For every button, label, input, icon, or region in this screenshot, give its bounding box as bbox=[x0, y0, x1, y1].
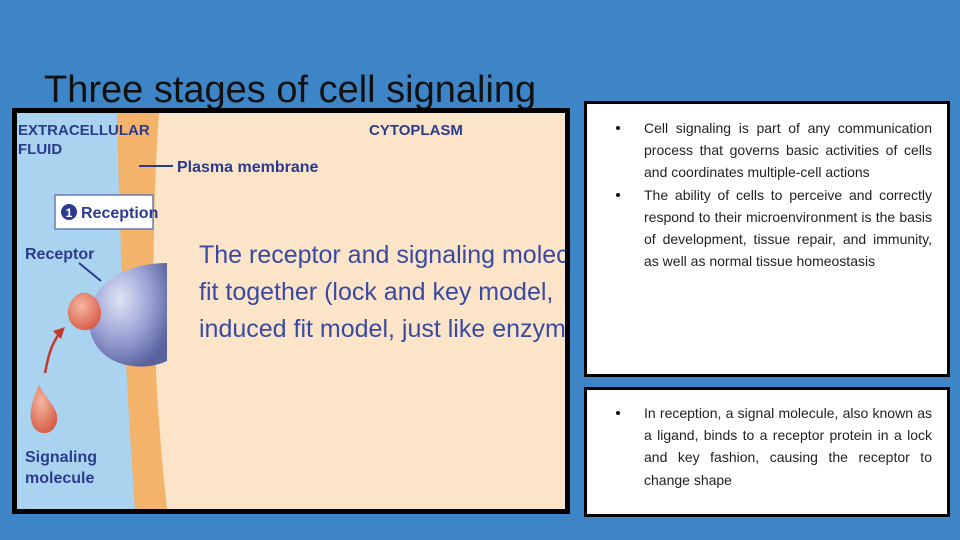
signaling-label-2: molecule bbox=[25, 470, 94, 487]
receptor-protein bbox=[88, 263, 167, 367]
receptor-pointer bbox=[78, 262, 102, 282]
binding-arrowhead bbox=[53, 327, 65, 339]
bullet-cell-signaling: Cell signaling is part of any communicat… bbox=[616, 117, 932, 184]
figure-caption-2: fit together (lock and key model, bbox=[199, 278, 553, 306]
cytoplasm-label: CYTOPLASM bbox=[369, 122, 463, 139]
receptor-label: Receptor bbox=[25, 246, 94, 263]
bullet-reception: In reception, a signal molecule, also kn… bbox=[616, 402, 932, 491]
reception-figure: EXTRACELLULAR FLUID CYTOPLASM Plasma mem… bbox=[12, 108, 570, 514]
step-number-badge bbox=[61, 204, 77, 220]
signaling-label-1: Signaling bbox=[25, 449, 97, 466]
text-panel-bottom: In reception, a signal molecule, also kn… bbox=[584, 387, 950, 517]
signaling-molecule bbox=[30, 385, 58, 434]
reception-label: Reception bbox=[81, 205, 158, 222]
extracellular-label-2: FLUID bbox=[18, 141, 62, 158]
slide-title: Three stages of cell signaling bbox=[44, 69, 537, 112]
receptor-binding-site bbox=[67, 292, 101, 331]
text-panel-top: Cell signaling is part of any communicat… bbox=[584, 101, 950, 377]
bullet-list-bottom: In reception, a signal molecule, also kn… bbox=[587, 390, 947, 491]
bullet-perceive: The ability of cells to perceive and cor… bbox=[616, 184, 932, 273]
extracellular-label-1: EXTRACELLULAR bbox=[18, 122, 150, 139]
reception-diagram: EXTRACELLULAR FLUID CYTOPLASM Plasma mem… bbox=[17, 113, 565, 509]
figure-caption-1: The receptor and signaling molecules bbox=[199, 241, 565, 269]
figure-caption-3: induced fit model, just like enzymes!) bbox=[199, 315, 565, 343]
bullet-list-top: Cell signaling is part of any communicat… bbox=[587, 104, 947, 272]
step-number: 1 bbox=[66, 206, 73, 220]
plasma-membrane-label: Plasma membrane bbox=[177, 159, 319, 176]
